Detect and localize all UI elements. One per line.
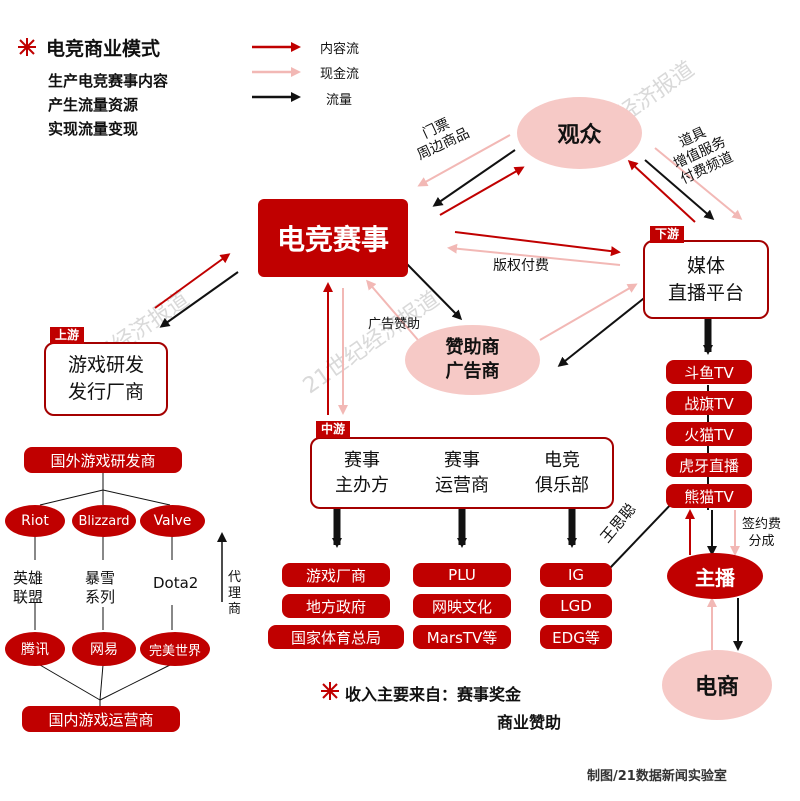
midstream-col-label: 赛事主办方 <box>335 450 389 496</box>
club-item: IG <box>540 563 612 587</box>
legend-content-flow: 内容流 <box>320 42 360 57</box>
midstream-col-label: 电竞俱乐部 <box>535 450 589 496</box>
midstream-tag: 中游 <box>316 421 351 438</box>
platform-item: 战旗TV <box>666 391 752 415</box>
media-platform-box: 媒体 直播平台 <box>643 240 769 319</box>
platform-item: 斗鱼TV <box>666 360 752 384</box>
midstream-col-label: 赛事运营商 <box>435 450 489 496</box>
legend-cash-flow: 现金流 <box>320 67 360 82</box>
streamer-label: 主播 <box>695 565 735 590</box>
operator-item: 网映文化 <box>413 594 511 618</box>
organizer-item: 国家体育总局 <box>268 625 404 649</box>
esports-event-node: 电竞赛事 <box>258 199 408 277</box>
header-line: 产生流量资源 <box>48 96 139 114</box>
media-line: 直播平台 <box>667 281 744 304</box>
perfect-world-node: 完美世界 <box>140 632 210 666</box>
ad-sponsor-label: 广告赞助 <box>368 317 421 332</box>
netease-node: 网易 <box>72 632 136 666</box>
income-prefix: 收入主要来自： <box>345 685 458 704</box>
foreign-developer-label: 国外游戏研发商 <box>24 447 182 473</box>
upstream-line: 游戏研发 <box>67 354 144 376</box>
sign-fee-label: 签约费分成 <box>742 517 782 549</box>
domestic-operator-label: 国内游戏运营商 <box>22 706 180 732</box>
upstream-line: 发行厂商 <box>67 381 144 403</box>
legend-traffic: 流量 <box>326 93 353 108</box>
game-label: 暴雪系列 <box>85 569 116 606</box>
platform-item: 火猫TV <box>666 422 752 446</box>
valve-node: Valve <box>140 505 205 537</box>
agency-label: 代理商 <box>228 570 242 617</box>
ecommerce-node: 电商 <box>662 650 772 720</box>
tencent-node: 腾讯 <box>5 632 65 666</box>
operator-item: MarsTV等 <box>413 625 511 649</box>
organizer-item: 游戏厂商 <box>282 563 390 587</box>
credit: 制图/21数据新闻实验室 <box>587 769 727 784</box>
platform-item: 熊猫TV <box>666 484 752 508</box>
audience-label: 观众 <box>557 123 602 148</box>
page-title: 电竞商业模式 <box>46 38 161 60</box>
sponsor-line: 广告商 <box>445 361 500 382</box>
header-line: 生产电竞赛事内容 <box>48 72 169 90</box>
blizzard-node: Blizzard <box>72 505 136 537</box>
header-line: 实现流量变现 <box>48 120 139 138</box>
club-item: LGD <box>540 594 612 618</box>
game-label: Dota2 <box>153 574 199 592</box>
downstream-tag: 下游 <box>650 226 685 243</box>
riot-node: Riot <box>5 505 65 537</box>
ecommerce-label: 电商 <box>694 675 739 700</box>
operator-item: PLU <box>413 563 511 587</box>
game-label: 英雄联盟 <box>13 569 44 606</box>
sponsor-line: 赞助商 <box>445 337 500 358</box>
copyright-fee-label: 版权付费 <box>493 258 549 274</box>
platform-item: 虎牙直播 <box>666 453 752 477</box>
income-item: 赛事奖金 <box>457 685 522 704</box>
upstream-tag: 上游 <box>50 327 85 344</box>
club-item: EDG等 <box>540 625 612 649</box>
income-note: 收入主要来自：赛事奖金 <box>345 681 521 705</box>
income-item: 商业赞助 <box>497 713 562 732</box>
esports-event-label: 电竞赛事 <box>276 223 389 256</box>
streamer-node: 主播 <box>667 553 763 599</box>
media-line: 媒体 <box>686 254 725 277</box>
organizer-item: 地方政府 <box>282 594 390 618</box>
audience-node: 观众 <box>517 97 642 169</box>
upstream-box: 游戏研发 发行厂商 <box>44 342 168 416</box>
sponsor-node: 赞助商 广告商 <box>405 325 540 395</box>
midstream-box: 赛事主办方 赛事运营商 电竞俱乐部 <box>310 437 614 509</box>
